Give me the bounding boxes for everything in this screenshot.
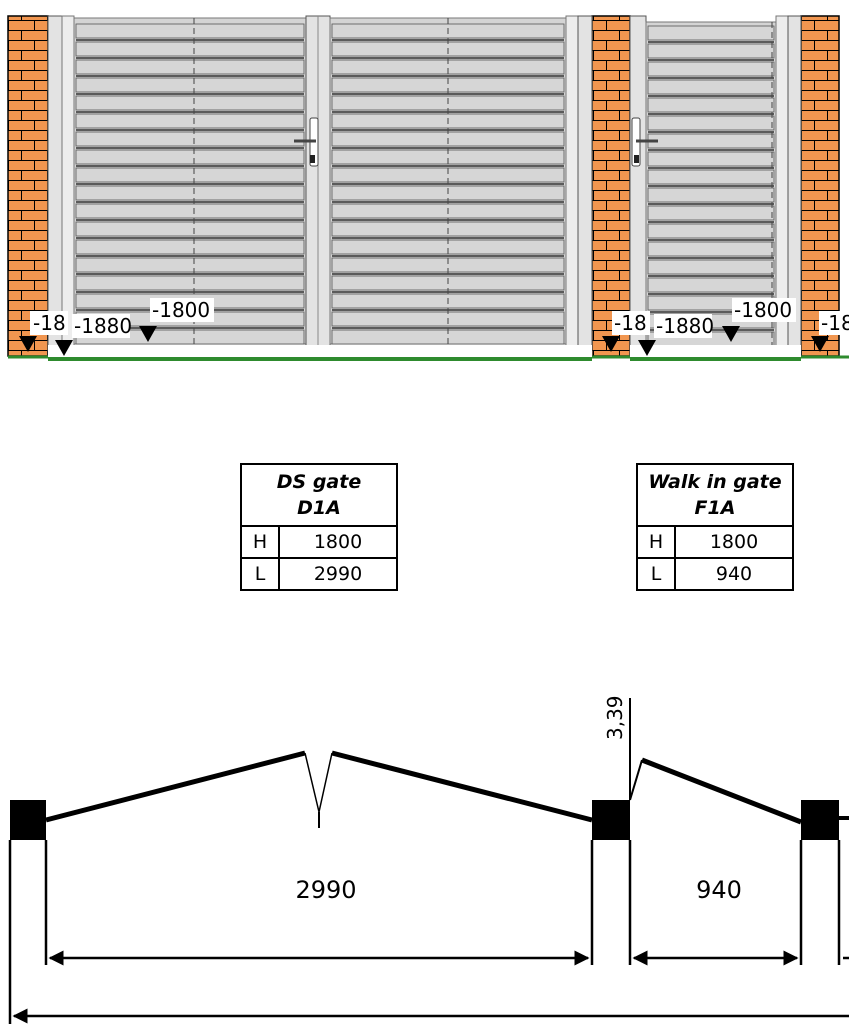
- slope-label: 3,39: [603, 695, 627, 740]
- slat: [75, 77, 305, 93]
- slat: [647, 151, 775, 167]
- slat: [75, 203, 305, 219]
- level-marker: [139, 326, 157, 342]
- slat: [647, 277, 775, 293]
- table-title: DS gate: [276, 471, 362, 493]
- slat: [647, 133, 775, 149]
- row-value: 1800: [674, 525, 794, 559]
- ground-line: [8, 345, 849, 361]
- brick-pillar-left: [7, 15, 49, 357]
- level-marker: [638, 340, 656, 356]
- level-marker: [55, 340, 73, 356]
- slat: [647, 61, 775, 77]
- brick-pillar-middle: [591, 15, 631, 357]
- slat: [75, 167, 305, 183]
- dimension-2990: 2990: [295, 876, 356, 904]
- slat: [75, 221, 305, 237]
- level-label: -1880: [656, 314, 714, 338]
- row-key: L: [240, 557, 280, 591]
- slat: [75, 185, 305, 201]
- level-marker: [602, 336, 620, 352]
- slat: [75, 95, 305, 111]
- slat: [75, 149, 305, 165]
- slat: [75, 23, 305, 39]
- slat: [647, 97, 775, 113]
- slat: [75, 257, 305, 273]
- table-header: DS gate D1A: [240, 463, 398, 527]
- post: [801, 800, 839, 840]
- slat: [647, 169, 775, 185]
- table-header: Walk in gate F1A: [636, 463, 794, 527]
- brick-pillar-right: [800, 15, 840, 357]
- level-label: -18: [821, 311, 849, 335]
- level-label: -1880: [74, 314, 132, 338]
- slat: [647, 79, 775, 95]
- row-value: 940: [674, 557, 794, 591]
- slat: [647, 187, 775, 203]
- walk-in-gate: [629, 15, 802, 357]
- level-label: -1800: [152, 298, 210, 322]
- slat: [647, 241, 775, 257]
- slat: [75, 131, 305, 147]
- slat: [75, 113, 305, 129]
- slat: [75, 41, 305, 57]
- row-key: L: [636, 557, 676, 591]
- dimension-lines: [8, 840, 849, 1024]
- level-marker: [811, 336, 829, 352]
- level-label: -18: [614, 311, 647, 335]
- walk-gate-leaf-plan: [629, 698, 802, 825]
- level-label: -1800: [734, 298, 792, 322]
- row-value: 1800: [278, 525, 398, 559]
- slat: [647, 43, 775, 59]
- dimension-940: 940: [696, 876, 742, 904]
- slat: [647, 259, 775, 275]
- double-gate: [47, 15, 593, 357]
- double-gate-leaves-plan: [45, 750, 593, 828]
- post: [592, 800, 630, 840]
- post: [10, 800, 46, 840]
- slat: [647, 223, 775, 239]
- level-label: -18: [33, 311, 66, 335]
- level-marker: [722, 326, 740, 342]
- table-title: Walk in gate: [648, 471, 782, 493]
- table-code: F1A: [694, 497, 736, 519]
- level-marker: [19, 336, 37, 352]
- walk-gate-slats: [647, 25, 775, 349]
- slat: [75, 239, 305, 255]
- slat: [647, 205, 775, 221]
- table-code: D1A: [297, 497, 341, 519]
- row-key: H: [240, 525, 280, 559]
- slat: [75, 275, 305, 291]
- row-value: 2990: [278, 557, 398, 591]
- row-key: H: [636, 525, 676, 559]
- slat: [647, 25, 775, 41]
- slat: [75, 59, 305, 75]
- slat: [647, 115, 775, 131]
